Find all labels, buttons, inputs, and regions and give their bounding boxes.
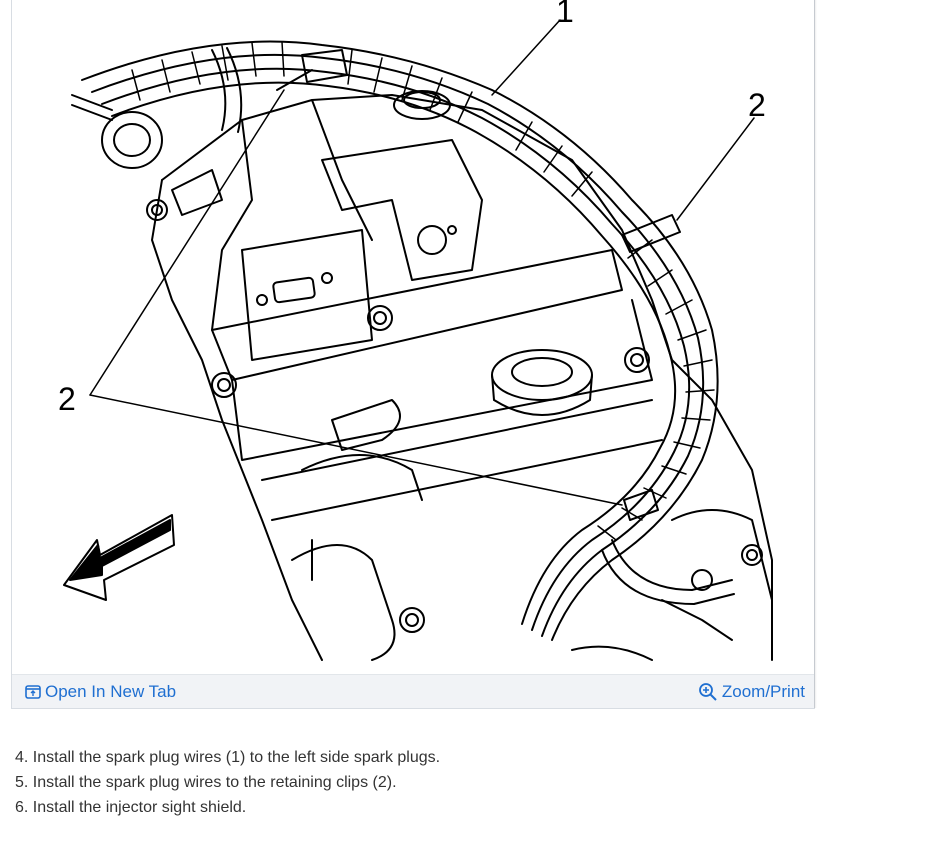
zoom-print-label: Zoom/Print bbox=[721, 682, 805, 701]
instruction-steps: 4. Install the spark plug wires (1) to t… bbox=[15, 745, 915, 820]
callout-2-right: 2 bbox=[748, 87, 766, 123]
spark-plug-wire-harness bbox=[81, 40, 735, 641]
open-new-tab-label: Open In New Tab bbox=[45, 682, 177, 701]
zoom-print-button[interactable]: Zoom/Print bbox=[698, 681, 805, 703]
open-new-tab-button[interactable]: Open In New Tab bbox=[25, 681, 176, 703]
magnifier-plus-icon bbox=[698, 683, 717, 701]
callout-1: 1 bbox=[556, 0, 574, 29]
front-direction-arrow bbox=[63, 514, 175, 601]
engine-diagram: 1 2 2 bbox=[12, 0, 814, 674]
engine-block-outline bbox=[71, 90, 773, 661]
retaining-clips bbox=[276, 49, 681, 521]
callout-2-left: 2 bbox=[58, 381, 76, 417]
step-item: 5. Install the spark plug wires to the r… bbox=[15, 774, 397, 791]
external-tab-icon bbox=[25, 685, 41, 699]
step-item: 4. Install the spark plug wires (1) to t… bbox=[15, 749, 441, 766]
figure-card: 1 2 2 Open In New Tab Zoom/Print bbox=[11, 0, 817, 709]
figure-toolbar: Open In New Tab Zoom/Print bbox=[12, 674, 814, 708]
leader-lines bbox=[89, 19, 755, 506]
step-item: 6. Install the injector sight shield. bbox=[15, 799, 247, 816]
card-shadow bbox=[814, 0, 817, 708]
